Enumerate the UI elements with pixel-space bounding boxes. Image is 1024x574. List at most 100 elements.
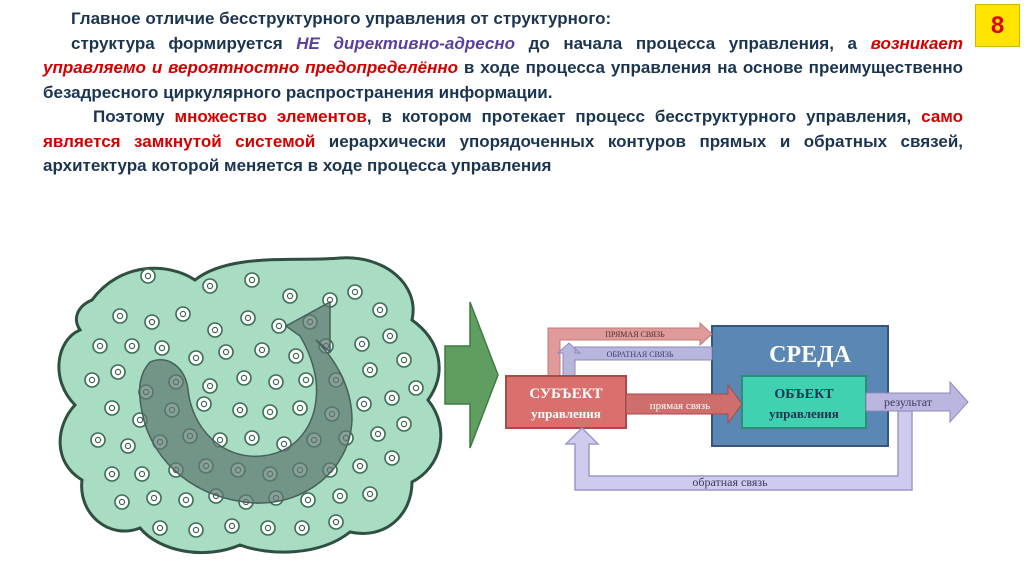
element-dot-core [264,524,272,532]
element-dot [236,370,252,386]
element-dot [202,278,218,294]
element-dot-core [374,430,382,438]
feedback-loop-arrow [556,342,713,378]
element-dot [271,318,287,334]
element-dot-core [400,420,408,428]
transition-arrow [444,301,499,449]
element-dot [178,492,194,508]
element-dot-core [366,366,374,374]
p2-part-a: Поэтому [93,107,175,126]
element-dot [104,466,120,482]
element-dot-core [388,454,396,462]
element-dot-core [216,436,224,444]
element-dot-core [88,376,96,384]
element-dot-core [128,342,136,350]
p1-emphasis-non-directive: НЕ директивно-адресно [296,33,516,53]
element-dot-core [360,400,368,408]
cycle-arrow [138,300,353,504]
element-dot [282,288,298,304]
element-dot [244,272,260,288]
element-dot [292,400,308,416]
element-dot-core [376,306,384,314]
element-dot [396,352,412,368]
feedback-label: обратная связь [692,475,768,489]
element-dot [175,306,191,322]
paragraph-2: Поэтому множество элементов, в котором п… [43,105,963,179]
element-dot [244,430,260,446]
element-dot-core [192,526,200,534]
element-dot-core [192,354,200,362]
element-dot [396,416,412,432]
element-dot [92,338,108,354]
direct-link-label: прямая связь [650,400,710,412]
element-dot [232,402,248,418]
element-dot-core [280,440,288,448]
element-dot-core [298,524,306,532]
element-dot-core [296,404,304,412]
element-dot [332,488,348,504]
element-dot-core [358,340,366,348]
element-dot-core [386,332,394,340]
element-dot [362,486,378,502]
element-dot-core [244,314,252,322]
element-dot [207,322,223,338]
element-dot-core [116,312,124,320]
element-dot-core [108,404,116,412]
p1-emphasis-arises: возникает управляемо и вероятностно пред… [43,33,963,78]
element-dot [370,426,386,442]
element-dot-core [292,352,300,360]
element-dot [372,302,388,318]
element-dot-core [228,522,236,530]
element-dot [144,314,160,330]
paragraph-1: структура формируется НЕ директивно-адре… [43,32,963,106]
element-dot [354,336,370,352]
element-dot [112,308,128,324]
p2-part-c: , в котором протекает процесс бесструкту… [366,107,922,126]
element-dot [268,374,284,390]
element-dot [104,400,120,416]
element-dot-core [304,496,312,504]
result-arrow [865,380,969,424]
element-dot [196,396,212,412]
feedback-small-label: ОБРАТНАЯ СВЯЗЬ [607,350,674,359]
p2-part-e: иерархически упорядоченных контуров прям… [43,131,963,176]
direct-link-small-label: ПРЯМАЯ СВЯЗЬ [605,330,665,339]
element-dot [152,520,168,536]
element-dot-core [150,494,158,502]
element-dot-core [286,292,294,300]
element-dot-core [148,318,156,326]
object-subtitle: управления [769,406,839,421]
element-dot [356,396,372,412]
element-dot-core [118,498,126,506]
element-dot [254,342,270,358]
element-dot [188,350,204,366]
element-dot-core [236,406,244,414]
element-dot [408,380,424,396]
element-dot [146,490,162,506]
p1-part-e: в ходе процесса управления на основе пре… [43,58,964,102]
element-dot-core [144,272,152,280]
object-title: ОБЪЕКТ [774,387,834,402]
element-dot-core [412,384,420,392]
element-dot-core [136,416,144,424]
element-dot [382,328,398,344]
result-label: результат [884,395,933,409]
element-dot-core [248,434,256,442]
p2-emphasis-closed-system: само является замкнутой системой [43,107,964,151]
element-dot [347,284,363,300]
element-dot-core [182,496,190,504]
main-text: Главное отличие бесструктурного управлен… [43,7,963,179]
element-dot-core [266,408,274,416]
element-dot [120,438,136,454]
slide-number: 8 [975,4,1020,47]
element-dot-core [94,436,102,444]
element-dot-core [275,322,283,330]
element-dot-core [356,462,364,470]
element-dot-core [96,342,104,350]
element-dot [352,458,368,474]
element-dot [288,348,304,364]
element-dot [224,518,240,534]
element-dot-core [272,378,280,386]
element-dot-core [156,524,164,532]
element-dot [114,494,130,510]
